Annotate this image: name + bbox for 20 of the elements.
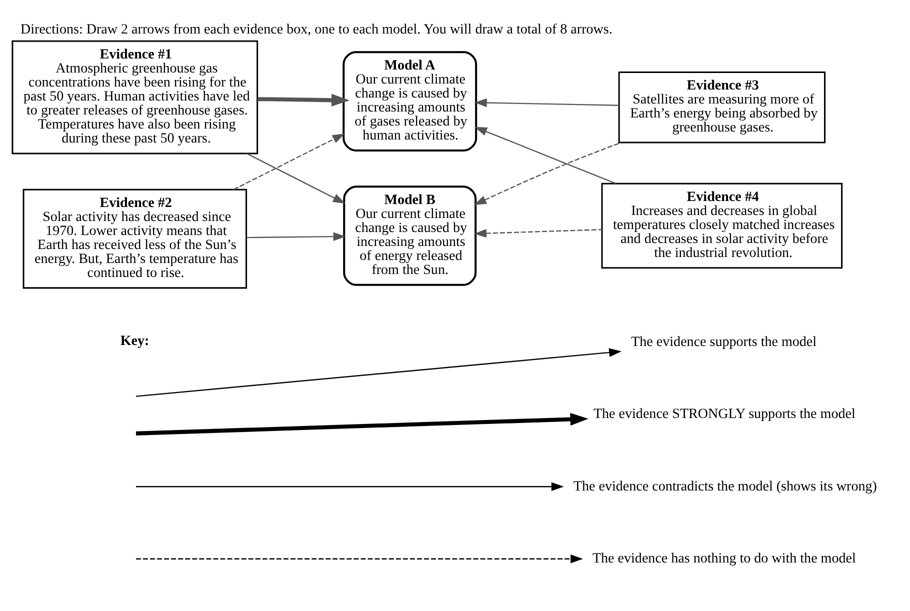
legend-label: The evidence supports the model [631, 334, 817, 350]
node-box: Model A Our current climate change is caused by increasing amounts of gases released by human activities. [342, 51, 478, 152]
label: Key: [120, 332, 150, 349]
diagram-title: Directions: Draw 2 arrows from each evidence box, one to each model. You will draw a total of 8 arrows. [20, 21, 612, 38]
node-box: Evidence #1 Atmospheric greenhouse gas concentrations have been rising for the past 50 years. Human activities have led to greater releases of greenhouse gases. Temperatures have also been rising during these past 50 years. [12, 40, 258, 154]
arrow [474, 126, 616, 184]
node-box: Evidence #2 Solar activity has decreased since 1970. Lower activity means that Earth has received less of the Sun’s energy. But, Earth’s temperature has continued to rise. [22, 188, 248, 289]
legend-label: The evidence has nothing to do with the model [592, 550, 856, 567]
legend-label: The evidence contradicts the model (shows its wrong) [573, 478, 877, 494]
arrow [474, 142, 622, 206]
arrow [246, 153, 346, 204]
arrow [258, 94, 350, 106]
legend-label: The evidence STRONGLY supports the model [593, 406, 856, 422]
arrow [246, 232, 346, 241]
node-box: Model B Our current climate change is caused by increasing amounts of energy released from the Sun. [343, 186, 477, 286]
node-box: Evidence #4 Increases and decreases in global temperatures closely matched increases and decreases in solar activity before the industrial revolution. [601, 182, 843, 269]
node-box: Evidence #3 Satellites are measuring more of Earth’s energy being absorbed by greenhouse gases. [618, 71, 826, 144]
arrow [474, 228, 602, 238]
arrow [233, 133, 345, 190]
arrow [474, 98, 620, 108]
